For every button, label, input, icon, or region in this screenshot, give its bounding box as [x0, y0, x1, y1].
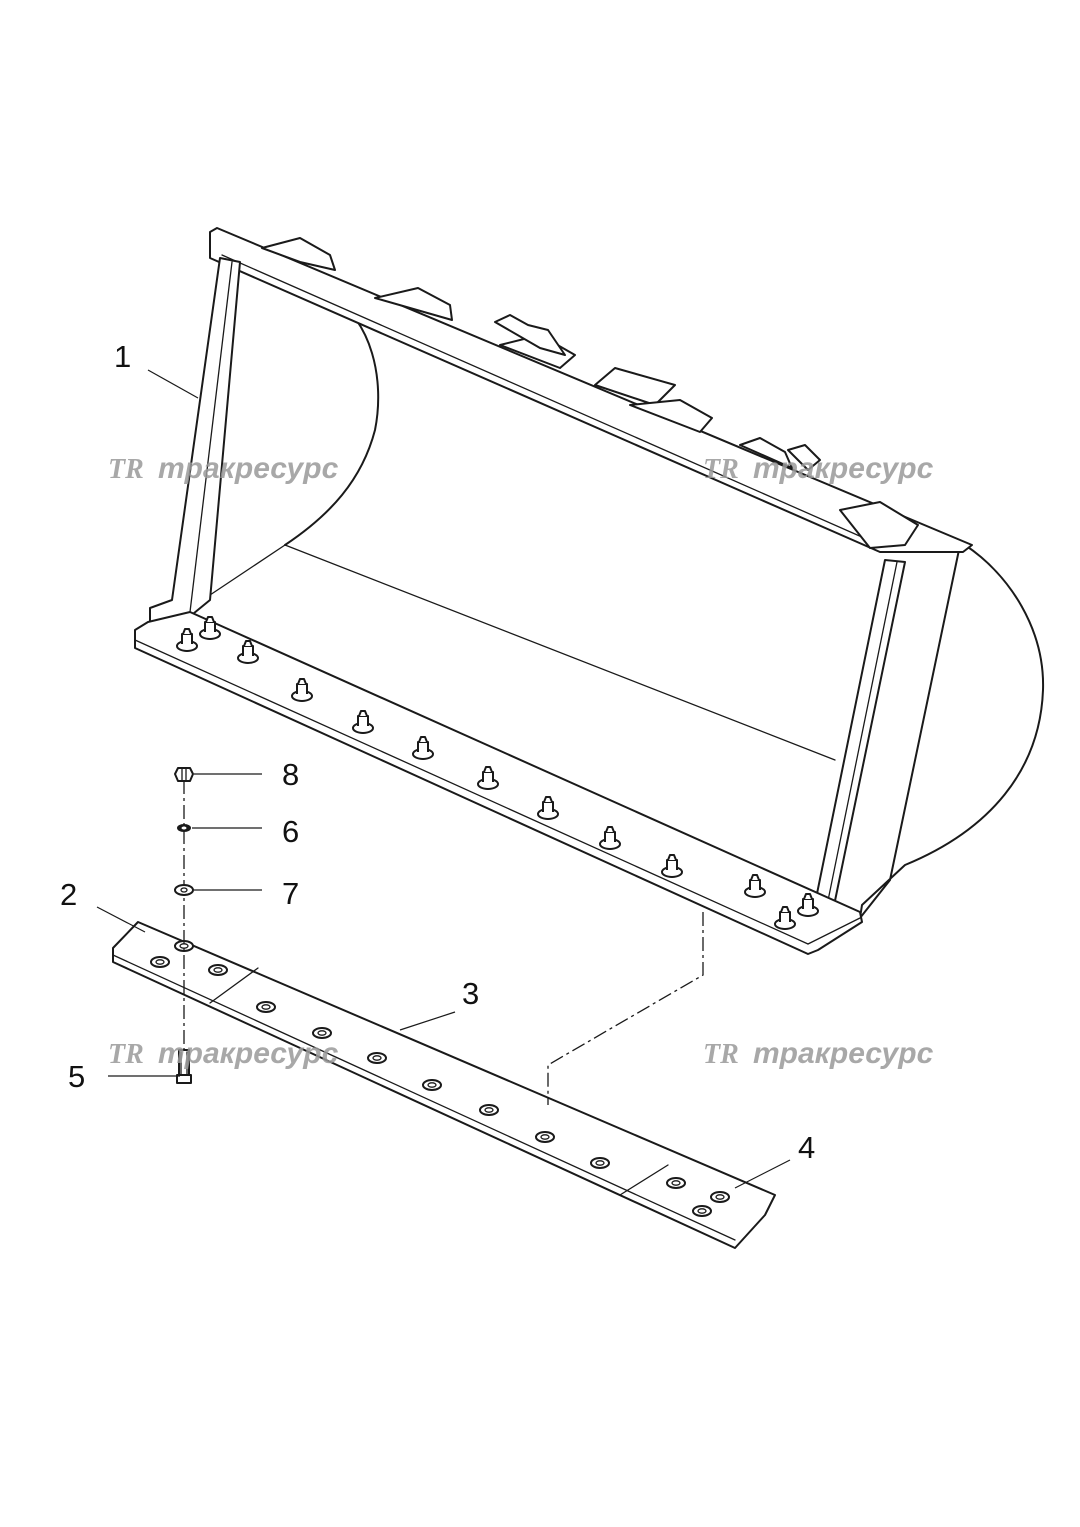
callout-4: 4: [798, 1130, 815, 1165]
spring-washer-icon: [177, 824, 191, 832]
svg-text:TR: TR: [703, 1039, 739, 1070]
watermark-2: TR тракресурс: [703, 452, 934, 485]
svg-text:тракресурс: тракресурс: [753, 452, 934, 485]
callout-1: 1: [114, 339, 131, 374]
watermark-3: TR тракресурс: [108, 1037, 339, 1070]
leader-4: [734, 1159, 791, 1189]
svg-text:TR: TR: [108, 454, 144, 485]
bolt-hole-icon: [666, 1177, 686, 1189]
edge-bolt-icon: [744, 874, 766, 898]
bucket-floor-left: [209, 544, 286, 596]
callout-2: 2: [60, 877, 77, 912]
bucket-top-rail-line: [221, 254, 881, 546]
edge-bolt-icon: [477, 766, 499, 790]
svg-text:TR: TR: [108, 1039, 144, 1070]
edge-bolt-icon: [176, 628, 198, 652]
edge-bolt-icon: [661, 854, 683, 878]
edge-bolt-icon: [352, 710, 374, 734]
bolt-hole-icon: [150, 956, 170, 968]
bolt-hole-icon: [208, 964, 228, 976]
bolt-icon: [176, 1049, 192, 1084]
assembly-line-edge: [547, 912, 704, 1105]
edge-bolt-icon: [412, 736, 434, 760]
leader-1: [147, 369, 199, 399]
bolt-hole-icon: [590, 1157, 610, 1169]
leader-2: [96, 906, 146, 933]
svg-text:тракресурс: тракресурс: [158, 452, 339, 485]
bucket-floor-back: [284, 544, 836, 761]
bolt-hole-icon: [367, 1052, 387, 1064]
svg-text:TR: TR: [703, 454, 739, 485]
edge-bolt-icon: [199, 616, 221, 640]
bucket-top-rail: [209, 227, 973, 553]
edge-bolt-icon: [797, 893, 819, 917]
edge-bolt-icon: [237, 640, 259, 664]
watermark-4: TR тракресурс: [703, 1037, 934, 1070]
cutting-edge-assembly: [112, 921, 776, 1249]
bolt-hole-icon: [479, 1104, 499, 1116]
bucket-assembly: [134, 227, 1045, 955]
bolt-hole-icon: [710, 1191, 730, 1203]
nut-icon: [174, 767, 194, 782]
bucket-edge-bolts: [176, 616, 819, 930]
bolt-hole-icon: [312, 1027, 332, 1039]
bucket-right-post: [809, 559, 906, 939]
callout-5: 5: [68, 1059, 85, 1094]
edge-bolt-icon: [537, 796, 559, 820]
segment-split-2-3: [209, 967, 259, 1004]
flat-washer-icon: [174, 884, 194, 896]
callout-8: 8: [282, 757, 299, 792]
cutting-edge-strip: [112, 921, 776, 1249]
edge-bolt-icon: [291, 678, 313, 702]
watermark-1: TR тракресурс: [108, 452, 339, 485]
bucket-right-side: [859, 544, 1045, 919]
bolt-hole-icon: [692, 1205, 712, 1217]
edge-bolt-icon: [774, 906, 796, 930]
bucket-left-curve: [284, 294, 380, 546]
callout-7: 7: [282, 876, 299, 911]
svg-text:тракресурс: тракресурс: [753, 1037, 934, 1070]
bolt-hole-icon: [422, 1079, 442, 1091]
callout-3: 3: [462, 976, 479, 1011]
svg-text:тракресурс: тракресурс: [158, 1037, 339, 1070]
leader-3: [399, 1011, 456, 1031]
edge-bolt-icon: [599, 826, 621, 850]
bolt-hole-icon: [535, 1131, 555, 1143]
callout-6: 6: [282, 814, 299, 849]
bolt-hole-icon: [256, 1001, 276, 1013]
bucket-top-lugs: [261, 237, 919, 549]
segment-split-3-4: [619, 1164, 669, 1196]
